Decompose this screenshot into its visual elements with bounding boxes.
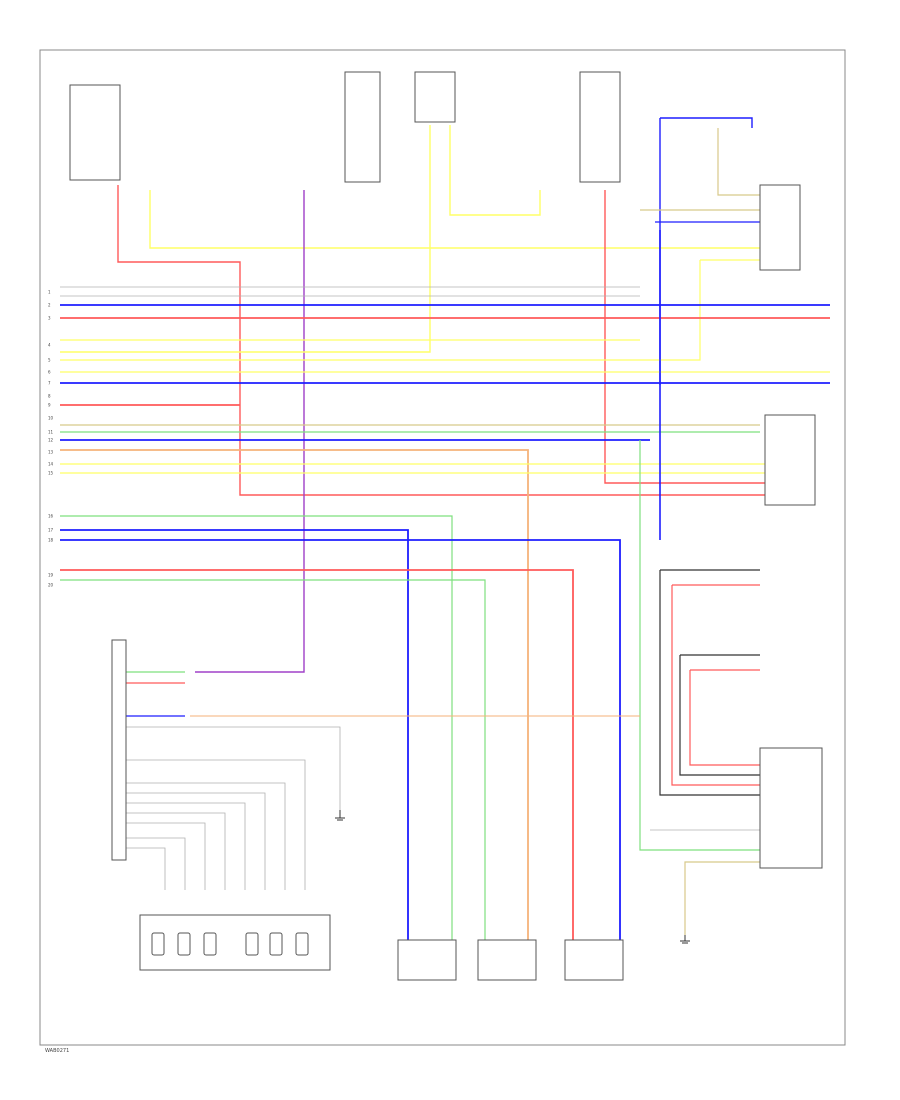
bottom-sensor-3 bbox=[564, 939, 624, 981]
ground-symbol-right bbox=[680, 935, 690, 944]
bottom-sensor-2 bbox=[477, 939, 537, 981]
wire-purple-center bbox=[195, 190, 305, 673]
seat-sensor-slot-3 bbox=[203, 932, 217, 956]
row-number-11: 11 bbox=[48, 430, 54, 435]
bottom-sensor-1 bbox=[397, 939, 457, 981]
left-ecu bbox=[111, 639, 127, 861]
row-number-4: 4 bbox=[48, 343, 51, 348]
wire-gray-ecu-d bbox=[125, 792, 266, 890]
wire-yellow-upper-right bbox=[449, 125, 541, 216]
components-layer bbox=[69, 71, 823, 981]
row-number-6: 6 bbox=[48, 370, 51, 375]
wire-green-right-low bbox=[639, 440, 760, 851]
wire-green-row-17 bbox=[60, 579, 486, 945]
row-number-14: 14 bbox=[48, 462, 54, 467]
row-number-15: 15 bbox=[48, 471, 54, 476]
row-number-7: 7 bbox=[48, 381, 51, 386]
wire-dark-right-3v bbox=[679, 655, 760, 776]
row-number-20: 20 bbox=[48, 583, 54, 588]
row-number-16: 16 bbox=[48, 514, 54, 519]
wire-gray-ecu-i bbox=[125, 847, 166, 890]
wire-blue-top-right bbox=[660, 117, 753, 128]
seat-sensor-slot-2 bbox=[177, 932, 191, 956]
right-top-connector bbox=[759, 184, 801, 271]
upper-right-junction bbox=[579, 71, 621, 183]
row-number-3: 3 bbox=[48, 316, 51, 321]
row-number-10: 10 bbox=[48, 416, 54, 421]
wire-dark-right-1v bbox=[659, 570, 760, 796]
right-ecu bbox=[759, 747, 823, 869]
wire-red-right-4v bbox=[689, 670, 760, 766]
row-number-1: 1 bbox=[48, 290, 51, 295]
row-number-12: 12 bbox=[48, 438, 54, 443]
top-fuse-block-left bbox=[69, 84, 121, 181]
row-number-9: 9 bbox=[48, 403, 51, 408]
wire-blue-row-15 bbox=[60, 539, 621, 945]
wire-red-row-16 bbox=[60, 569, 574, 945]
wire-red-right-vertical bbox=[604, 190, 775, 484]
row-number-8: 8 bbox=[48, 394, 51, 399]
seat-sensor-slot-6 bbox=[295, 932, 309, 956]
wire-orange-row-10 bbox=[60, 449, 529, 945]
wires-layer bbox=[60, 117, 830, 945]
wire-red-left-vertical bbox=[117, 185, 775, 496]
wire-yellow-right-box bbox=[60, 260, 701, 361]
wire-blue-row-14 bbox=[60, 529, 409, 945]
seat-sensor-slot-5 bbox=[269, 932, 283, 956]
seat-sensor-slot-1 bbox=[151, 932, 165, 956]
wire-gray-ecu-g bbox=[125, 822, 206, 890]
ground-symbol-center bbox=[335, 810, 345, 821]
wire-red-right-2v bbox=[671, 585, 760, 786]
wire-yellow-center bbox=[60, 125, 431, 353]
diagram-frame bbox=[39, 49, 846, 1046]
row-number-5: 5 bbox=[48, 358, 51, 363]
wire-olive-top-right bbox=[717, 128, 760, 196]
wire-gray-ecu-e bbox=[125, 802, 246, 890]
wire-green-row-13 bbox=[60, 515, 453, 945]
row-number-13: 13 bbox=[48, 450, 54, 455]
row-number-2: 2 bbox=[48, 303, 51, 308]
row-number-18: 18 bbox=[48, 538, 54, 543]
wire-gray-ecu-f bbox=[125, 812, 226, 890]
wire-gray-ecu-h bbox=[125, 837, 186, 890]
wire-olive-ground-right bbox=[684, 861, 760, 935]
seat-sensor-slot-4 bbox=[245, 932, 259, 956]
diagram-code: WAB0271 bbox=[45, 1048, 69, 1054]
upper-center-junction bbox=[344, 71, 381, 183]
right-mid-connector bbox=[764, 414, 816, 506]
wire-gray-ecu-c bbox=[125, 782, 286, 890]
row-number-19: 19 bbox=[48, 573, 54, 578]
wire-gray-ecu-b bbox=[125, 759, 306, 890]
row-number-17: 17 bbox=[48, 528, 54, 533]
wire-gray-ecu-a bbox=[125, 726, 341, 810]
wire-yellow-top bbox=[149, 190, 760, 249]
upper-center-switch bbox=[414, 71, 456, 123]
